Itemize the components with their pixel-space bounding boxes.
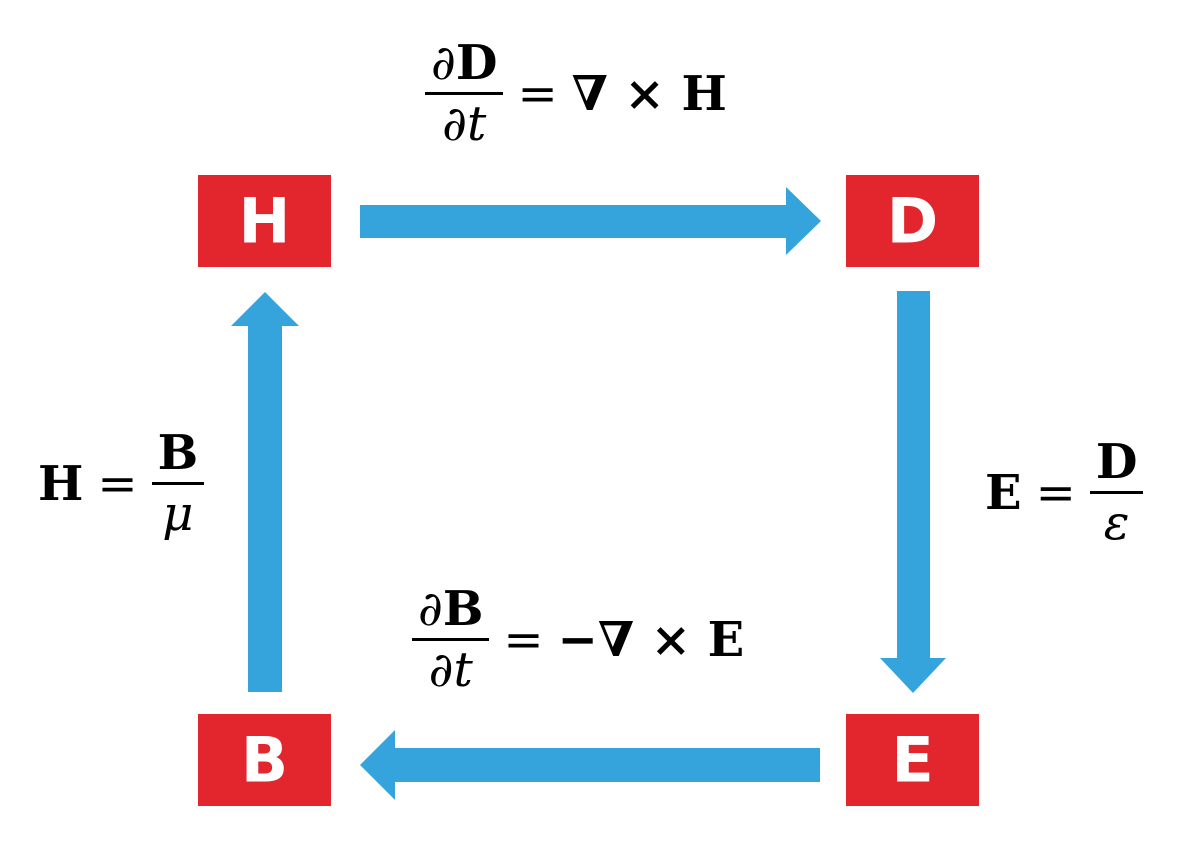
fraction-bar — [151, 482, 205, 486]
denominator: ∂t — [428, 642, 473, 699]
node-e-label: E — [891, 724, 933, 797]
equation-faraday-rhs: −∇ × E — [557, 611, 745, 668]
equation-ampere-rhs: ∇ × H — [571, 65, 727, 122]
partial-symbol: ∂ — [418, 581, 443, 637]
arrow-b-to-h — [231, 292, 299, 692]
node-e: E — [846, 714, 979, 806]
equals-sign: = — [1035, 464, 1076, 521]
arrow-d-to-e — [880, 291, 946, 693]
numerator: D — [1095, 434, 1138, 490]
numerator-symbol: D — [455, 35, 498, 91]
equation-e-lhs: E — [985, 464, 1022, 521]
equation-h-lhs: H — [38, 455, 84, 512]
equation-h-fraction: B μ — [151, 425, 205, 543]
node-d: D — [846, 175, 979, 267]
fraction-bar — [1089, 491, 1144, 495]
fraction-bar — [412, 638, 490, 642]
equation-e-from-d: E= D ε — [985, 434, 1144, 552]
node-h-label: H — [239, 185, 291, 258]
node-d-label: D — [887, 185, 938, 258]
node-b-label: B — [241, 724, 288, 797]
arrow-e-to-b — [360, 730, 820, 800]
arrow-h-to-d — [360, 187, 821, 255]
denominator: μ — [162, 486, 194, 543]
equals-sign: = — [97, 455, 138, 512]
partial-symbol: ∂ — [431, 35, 456, 91]
equation-h-from-b: H= B μ — [38, 425, 205, 543]
fraction-bar — [425, 92, 504, 96]
node-b: B — [198, 714, 331, 806]
numerator-symbol: B — [442, 581, 484, 637]
equation-e-fraction: D ε — [1089, 434, 1144, 552]
equation-faraday: ∂B ∂t =−∇ × E — [412, 584, 744, 696]
equation-ampere: ∂D ∂t =∇ × H — [425, 38, 727, 150]
node-h: H — [198, 175, 331, 267]
equation-ampere-fraction: ∂D ∂t — [425, 35, 504, 153]
numerator: B — [157, 425, 199, 481]
equals-sign: = — [503, 611, 544, 668]
equals-sign: = — [517, 65, 558, 122]
denominator: ε — [1103, 495, 1130, 552]
equation-faraday-fraction: ∂B ∂t — [412, 581, 490, 699]
denominator: ∂t — [442, 96, 487, 153]
